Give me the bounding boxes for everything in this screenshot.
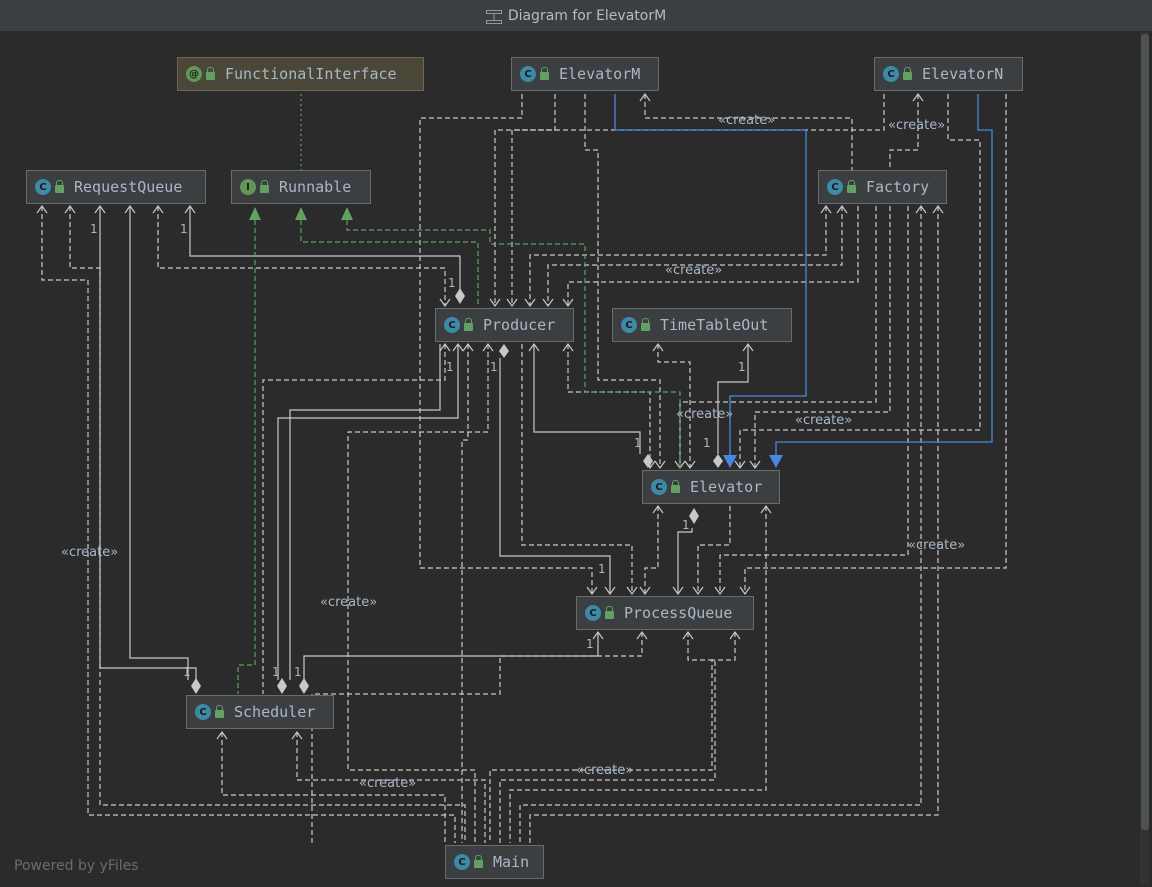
lock-icon bbox=[474, 854, 483, 868]
node-main[interactable]: C Main bbox=[445, 845, 544, 879]
multiplicity-label: 1 bbox=[703, 436, 711, 450]
multiplicity-label: 1 bbox=[446, 360, 454, 374]
class-icon: C bbox=[651, 479, 667, 495]
node-request-queue[interactable]: C RequestQueue bbox=[26, 170, 206, 204]
lock-icon bbox=[464, 317, 473, 331]
class-icon: C bbox=[454, 854, 470, 870]
lock-icon bbox=[260, 179, 269, 193]
lock-icon bbox=[215, 704, 224, 718]
class-icon: C bbox=[585, 605, 601, 621]
lock-icon bbox=[206, 66, 215, 80]
class-icon: C bbox=[621, 317, 637, 333]
node-label: Runnable bbox=[279, 178, 352, 196]
node-label: TimeTableOut bbox=[660, 316, 769, 334]
node-producer[interactable]: C Producer bbox=[435, 308, 574, 342]
node-label: Factory bbox=[866, 178, 930, 196]
node-elevator-m[interactable]: C ElevatorM bbox=[511, 57, 659, 91]
scrollbar-thumb[interactable] bbox=[1141, 34, 1149, 830]
multiplicity-label: 1 bbox=[598, 562, 606, 576]
node-scheduler[interactable]: C Scheduler bbox=[186, 695, 334, 729]
node-label: ElevatorN bbox=[922, 65, 1004, 83]
diagram-canvas[interactable] bbox=[2, 32, 1139, 885]
create-label: «create» bbox=[665, 263, 723, 278]
lock-icon bbox=[847, 179, 856, 193]
node-label: Elevator bbox=[690, 478, 763, 496]
create-label: «create» bbox=[61, 545, 119, 560]
create-label: «create» bbox=[576, 763, 634, 778]
lock-icon bbox=[605, 605, 614, 619]
node-label: RequestQueue bbox=[74, 178, 183, 196]
lock-icon bbox=[540, 66, 549, 80]
create-label: «create» bbox=[320, 595, 378, 610]
multiplicity-label: 1 bbox=[682, 518, 690, 532]
multiplicity-label: 1 bbox=[272, 665, 280, 679]
multiplicity-label: 1 bbox=[180, 222, 188, 236]
multiplicity-label: 1 bbox=[634, 436, 642, 450]
node-label: Producer bbox=[483, 316, 556, 334]
powered-by-label: Powered by yFiles bbox=[14, 858, 139, 874]
multiplicity-label: 1 bbox=[294, 665, 302, 679]
class-icon: C bbox=[195, 704, 211, 720]
node-label: FunctionalInterface bbox=[225, 65, 397, 83]
lock-icon bbox=[641, 317, 650, 331]
create-label: «create» bbox=[888, 118, 946, 133]
node-time-table-out[interactable]: C TimeTableOut bbox=[612, 308, 792, 342]
multiplicity-label: 1 bbox=[738, 360, 746, 374]
class-icon: C bbox=[520, 66, 536, 82]
node-functional-interface[interactable]: @ FunctionalInterface bbox=[177, 57, 424, 91]
lock-icon bbox=[903, 66, 912, 80]
multiplicity-label: 1 bbox=[90, 222, 98, 236]
node-label: Main bbox=[493, 853, 530, 871]
interface-icon: I bbox=[240, 179, 256, 195]
window-title: Diagram for ElevatorM bbox=[507, 7, 667, 24]
create-label: «create» bbox=[718, 113, 776, 128]
diagram-icon bbox=[485, 9, 502, 24]
create-label: «create» bbox=[795, 413, 853, 428]
node-process-queue[interactable]: C ProcessQueue bbox=[576, 596, 754, 630]
node-label: ElevatorM bbox=[559, 65, 641, 83]
multiplicity-label: 1 bbox=[490, 360, 498, 374]
multiplicity-label: 1 bbox=[183, 665, 191, 679]
lock-icon bbox=[55, 179, 64, 193]
node-runnable[interactable]: I Runnable bbox=[231, 170, 371, 204]
create-label: «create» bbox=[676, 407, 734, 422]
class-icon: C bbox=[35, 179, 51, 195]
class-icon: C bbox=[444, 317, 460, 333]
node-elevator[interactable]: C Elevator bbox=[642, 470, 780, 504]
multiplicity-label: 1 bbox=[448, 276, 456, 290]
vertical-scrollbar[interactable] bbox=[1140, 32, 1149, 885]
lock-icon bbox=[671, 479, 680, 493]
class-icon: C bbox=[827, 179, 843, 195]
multiplicity-label: 1 bbox=[586, 637, 594, 651]
class-icon: C bbox=[883, 66, 899, 82]
node-label: ProcessQueue bbox=[624, 604, 733, 622]
annotation-icon: @ bbox=[186, 66, 202, 82]
node-factory[interactable]: C Factory bbox=[818, 170, 947, 204]
create-label: «create» bbox=[359, 776, 417, 791]
title-bar: Diagram for ElevatorM bbox=[0, 0, 1152, 32]
node-elevator-n[interactable]: C ElevatorN bbox=[874, 57, 1023, 91]
node-label: Scheduler bbox=[234, 703, 316, 721]
diagram-edges bbox=[36, 92, 1007, 843]
create-label: «create» bbox=[908, 538, 966, 553]
